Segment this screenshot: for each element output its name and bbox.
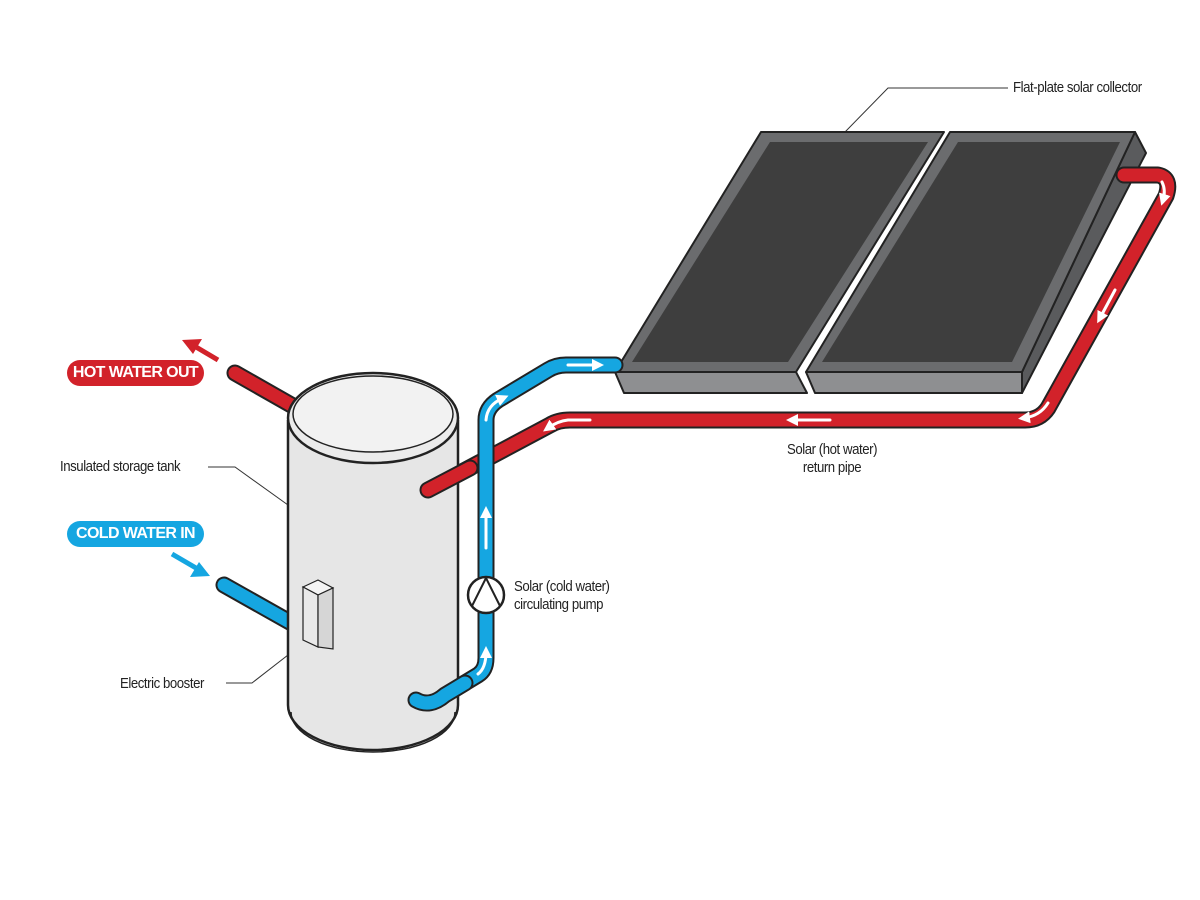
solar-collector <box>614 131 1147 394</box>
leader-lines <box>208 87 1008 684</box>
hot-out-arrow-icon <box>182 339 220 363</box>
collector-label: Flat-plate solar collector <box>1013 79 1142 96</box>
panel-2-front <box>805 371 1023 394</box>
cold-water-in-label: COLD WATER IN <box>67 521 204 547</box>
cold-in-arrow-icon <box>170 551 210 577</box>
panel-1-front <box>614 371 808 394</box>
panel-1-glass <box>632 142 928 362</box>
storage-tank <box>286 371 460 753</box>
hot-out-pipe <box>228 366 307 417</box>
pump-label-line2: circulating pump <box>514 596 604 613</box>
pump-icon <box>466 575 506 615</box>
return-pipe-label-line1: Solar (hot water) <box>786 441 878 458</box>
return-pipe-label-line2: return pipe <box>802 459 862 476</box>
electric-booster-box <box>301 579 335 650</box>
flow-arrows <box>476 180 1171 676</box>
panel-2-glass <box>822 142 1120 362</box>
pump-label: Solar (cold water) circulating pump <box>514 578 610 614</box>
tank-pipe-stubs <box>407 459 479 712</box>
return-pipe-label: Solar (hot water) return pipe <box>762 441 903 477</box>
cold-in-pipe <box>217 578 302 632</box>
storage-tank-label: Insulated storage tank <box>60 458 181 475</box>
electric-booster-label: Electric booster <box>120 675 204 692</box>
pump-label-line1: Solar (cold water) <box>514 578 610 595</box>
hot-water-out-label: HOT WATER OUT <box>67 360 204 386</box>
